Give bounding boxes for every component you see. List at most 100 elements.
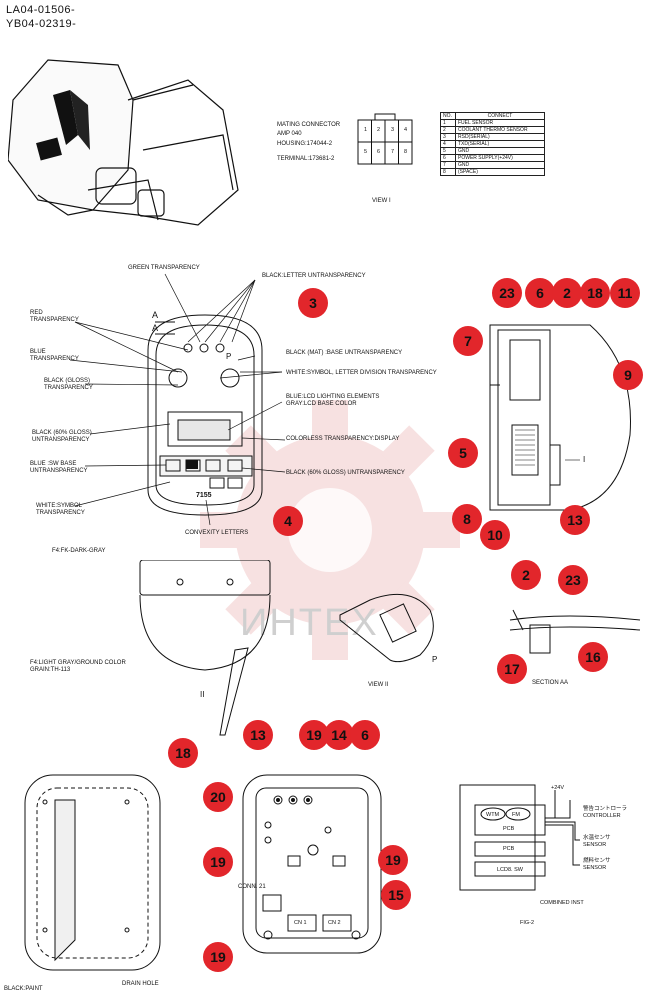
drawing-code-1: LA04-01506- — [6, 4, 76, 16]
view-mark-one: I — [583, 455, 586, 464]
callout-13-pcb: 13 — [243, 720, 273, 750]
callout-23-section: 23 — [558, 565, 588, 595]
label-black-letter: BLACK:LETTER UNTRANSPARENCY — [262, 273, 366, 279]
table-row: 8(SPACE) — [440, 168, 545, 176]
callout-18: 18 — [580, 278, 610, 308]
instrument-panel-front — [69, 273, 286, 526]
callout-16: 16 — [578, 642, 608, 672]
callout-19-top: 19 — [299, 720, 329, 750]
section-aa-detail — [509, 609, 641, 654]
pin-2: 2 — [377, 127, 381, 133]
fig2-block-diagram — [459, 784, 580, 891]
callout-19-left: 19 — [203, 847, 233, 877]
callout-9: 9 — [613, 360, 643, 390]
label-green-transparency: GREEN TRANSPARENCY — [128, 265, 200, 271]
watermark-text: ИНТЕХ — [240, 602, 379, 644]
label-white-symbol-2: WHITE:SYMBOL TRANSPARENCY — [36, 503, 85, 516]
callout-2-section: 2 — [511, 560, 541, 590]
machine-cab-illustration — [8, 59, 239, 226]
fig2-fuel-sensor: 燃料センサ SENSOR — [583, 858, 611, 871]
callout-8: 8 — [452, 504, 482, 534]
label-blue-sw: BLUE :SW BASE UNTRANSPARENCY — [30, 461, 88, 474]
label-black-gloss: BLACK (GLOSS) TRANSPARENCY — [44, 378, 93, 391]
callout-2: 2 — [552, 278, 582, 308]
label-drain-hole: DRAIN HOLE — [122, 981, 159, 987]
label-black60-right: BLACK (60% GLOSS) UNTRANSPARENCY — [286, 470, 405, 476]
callout-20: 20 — [203, 782, 233, 812]
label-colorless: COLORLESS TRANSPARENCY:DISPLAY — [286, 436, 400, 442]
fig2-lcd: LCD8. SW — [497, 867, 523, 873]
rear-cover-outline — [24, 774, 161, 971]
fig2-fm: FM — [512, 812, 520, 818]
callout-17: 17 — [497, 654, 527, 684]
label-convexity: CONVEXITY LETTERS — [185, 530, 249, 536]
fig2-pcb2: PCB — [503, 846, 515, 852]
view-two-detail — [339, 593, 434, 663]
pin-3: 3 — [391, 127, 395, 133]
mating-connector-housing: HOUSING:174044-2 — [277, 141, 333, 147]
label-p: P — [226, 352, 232, 361]
section-mark-a1: A — [152, 310, 159, 320]
label-white-symbol: WHITE:SYMBOL, LETTER DIVISION TRANSPAREN… — [286, 370, 437, 376]
callout-23: 23 — [492, 278, 522, 308]
callout-6: 6 — [525, 278, 555, 308]
mating-connector-terminal: TERMINAL:173681-2 — [277, 156, 335, 162]
label-p-view2: P — [432, 655, 438, 664]
table-header-no: NO. — [440, 112, 456, 120]
label-f4-light: F4:LIGHT GRAY/GROUND COLOR GRAIN:TH-113 — [30, 660, 126, 673]
section-aa-title: SECTION AA — [532, 680, 569, 686]
callout-19-right: 19 — [378, 845, 408, 875]
instrument-side-section — [489, 324, 631, 511]
callout-18-rear: 18 — [168, 738, 198, 768]
pin-7: 7 — [391, 149, 395, 155]
callout-13: 13 — [560, 505, 590, 535]
fig2-title: FIG-2 — [520, 920, 535, 926]
callout-14: 14 — [324, 720, 354, 750]
fig2-controller: 警告コントローラ CONTROLLER — [583, 806, 628, 819]
cover-cross-section — [139, 560, 271, 736]
fig2-coolant-sensor: 水温センサ SENSOR — [583, 835, 611, 848]
section-mark-a2: A — [152, 323, 159, 333]
view-mark-two: II — [200, 690, 205, 699]
model-number: 7155 — [196, 492, 212, 499]
pin-4: 4 — [404, 127, 408, 133]
label-cn2: CN 2 — [328, 920, 341, 926]
watermark-gear — [200, 400, 460, 660]
label-cn1: CN 1 — [294, 920, 307, 926]
pin-6: 6 — [377, 149, 381, 155]
label-f4-dark: F4:FK-DARK-GRAY — [52, 548, 106, 554]
mating-connector-label: MATING CONNECTOR — [277, 122, 341, 128]
pcb-back-view — [242, 774, 382, 954]
drawing-code-2: YB04-02319- — [6, 18, 77, 30]
callout-15: 15 — [381, 880, 411, 910]
callout-10: 10 — [480, 520, 510, 550]
label-red-transparency: RED TRANSPARENCY — [30, 310, 79, 323]
callout-6-pcb: 6 — [350, 720, 380, 750]
fig2-combined-inst: COMBINED INST — [540, 900, 584, 906]
label-blue-lcd: BLUE:LCD LIGHTING ELEMENTS GRAY:LCD BASE… — [286, 394, 380, 407]
connector-pin-grid — [357, 113, 413, 165]
label-black-paint: BLACK:PAINT — [4, 986, 43, 992]
callout-11: 11 — [610, 278, 640, 308]
callout-3: 3 — [298, 288, 328, 318]
callout-19-bottom: 19 — [203, 942, 233, 972]
fig2-v24: +24V — [551, 785, 564, 791]
mating-connector-amp: AMP 040 — [277, 131, 302, 137]
pin-8: 8 — [404, 149, 408, 155]
view1-title: VIEW I — [372, 198, 391, 204]
fig2-wtm: WTM — [486, 812, 500, 818]
pin-5: 5 — [364, 149, 368, 155]
label-conn21: CONN. 21 — [238, 884, 266, 890]
callout-5: 5 — [448, 438, 478, 468]
label-black60-left: BLACK (60% GLOSS) UNTRANSPARENCY — [32, 430, 92, 443]
label-blue-transparency: BLUE TRANSPARENCY — [30, 349, 79, 362]
callout-4: 4 — [273, 506, 303, 536]
